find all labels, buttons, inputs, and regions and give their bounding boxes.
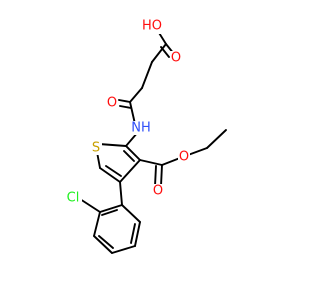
bond-ph2-ph3 bbox=[93, 211, 101, 237]
bond-amide-c-o-double-a bbox=[118, 99, 131, 103]
chemical-structure-diagram: HO O O NH S O O Cl bbox=[64, 18, 227, 254]
bond-amide-c-o-double-b bbox=[119, 105, 132, 109]
bonds bbox=[79, 27, 227, 254]
hydroxyl-oxygen-label: HO bbox=[142, 19, 162, 34]
chlorine-label: Cl bbox=[67, 191, 80, 206]
bond-ph1-ph2-inner bbox=[101, 209, 118, 216]
ester-ether-oxygen-label: O bbox=[179, 150, 189, 165]
bond-c3-c2-double-b bbox=[123, 150, 135, 162]
bond-c2-s bbox=[98, 143, 127, 147]
bond-c4-phenyl bbox=[119, 181, 123, 206]
bond-o-ch2 bbox=[187, 147, 208, 156]
bond-ph5-ph6-inner bbox=[130, 223, 136, 244]
ester-carbonyl-oxygen-atom: O bbox=[152, 184, 164, 199]
amide-nitrogen-atom: NH bbox=[130, 121, 152, 136]
bond-ch2-ch2 bbox=[141, 61, 153, 89]
bond-ester-c-o bbox=[161, 157, 181, 166]
acid-carbonyl-oxygen-atom: O bbox=[170, 51, 182, 66]
bond-ester-c-o-double-b bbox=[154, 165, 157, 187]
bond-c3-c2-double-a bbox=[125, 145, 141, 161]
acid-carbonyl-oxygen-label: O bbox=[171, 51, 181, 66]
thiophene-sulfur-label: S bbox=[92, 141, 100, 156]
bond-amide-c-n bbox=[129, 101, 136, 125]
bond-c4-c3 bbox=[119, 159, 141, 183]
bond-ph2-cl bbox=[79, 198, 101, 213]
bond-acid-c-ch2 bbox=[151, 43, 167, 63]
bond-c5-c4-double-b bbox=[105, 165, 122, 177]
thiophene-sulfur-atom: S bbox=[90, 141, 102, 156]
ester-carbonyl-oxygen-label: O bbox=[153, 184, 163, 199]
hydroxyl-oxygen-atom: HO bbox=[141, 18, 163, 34]
bond-ph3-ph4-inner bbox=[98, 235, 114, 249]
ester-ether-oxygen-atom: O bbox=[178, 150, 190, 165]
bond-ph4-ph5 bbox=[111, 245, 136, 254]
chlorine-atom: Cl bbox=[64, 191, 82, 206]
bond-ph1-ph2 bbox=[99, 204, 123, 213]
bond-c5-c4-double-a bbox=[99, 167, 121, 183]
bond-ph3-ph4 bbox=[93, 235, 113, 254]
bond-c3-ester-c bbox=[139, 159, 163, 166]
amide-carbonyl-oxygen-label: O bbox=[107, 96, 117, 111]
bond-ph5-ph6 bbox=[134, 221, 141, 247]
bond-ph6-ph1 bbox=[121, 204, 141, 223]
amide-carbonyl-oxygen-atom: O bbox=[106, 96, 118, 111]
atom-labels: HO O O NH S O O Cl bbox=[64, 18, 190, 206]
bond-ch2-ch3 bbox=[206, 129, 227, 149]
bond-ch2-amide-c bbox=[129, 87, 143, 103]
amide-nitrogen-label: NH bbox=[131, 121, 151, 136]
bond-ester-c-o-double-a bbox=[160, 164, 163, 187]
